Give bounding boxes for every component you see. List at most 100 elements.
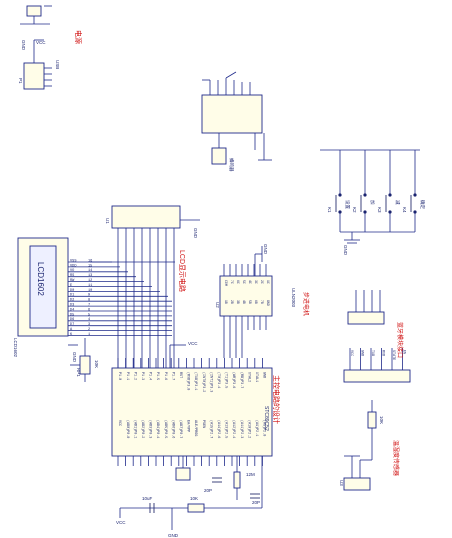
uln-pin-label: 1C xyxy=(266,280,270,284)
mcu-pin-label: (A13)P2.5 xyxy=(224,420,229,438)
lcd-pin-number: 6 xyxy=(88,308,90,312)
bt-pin-label: VCC xyxy=(349,350,353,356)
lcd-pin-label: D6 xyxy=(70,318,74,322)
lcd-pin-number: 5 xyxy=(88,313,90,317)
bluetooth-module xyxy=(343,369,411,383)
bt-pin-label: RXD xyxy=(381,350,385,356)
key-k1-ref: K1 xyxy=(327,207,332,213)
usb-connector xyxy=(23,62,45,90)
mcu-vcc-label: VCC xyxy=(188,341,198,346)
uln-pin-label: 3B xyxy=(236,300,240,304)
key-k1-label: 设置 xyxy=(344,200,351,209)
mcu-pins: VCC(AD0)P0.0(AD1)P0.1(AD2)P0.2(AD3)P0.3(… xyxy=(117,358,267,466)
mcu-pin-label: (A12)P2.4 xyxy=(231,420,236,438)
key-k2: K2 加 xyxy=(352,193,376,232)
lcd-pin-number: 13 xyxy=(88,274,92,278)
lcd-pin-label: RW xyxy=(70,279,75,283)
uln-pin-label: 2C xyxy=(260,280,264,284)
mcu-pin-label: (INT1)P3.3 xyxy=(208,372,213,392)
lcd-pin-label: A xyxy=(70,328,73,332)
lcd-pin-label: D0 xyxy=(70,289,74,293)
lcd-pin-number: 11 xyxy=(88,284,92,288)
lcd-pin-number: 9 xyxy=(88,294,90,298)
u2-ref: U2 xyxy=(215,302,220,308)
lcd-pin-number: 2 xyxy=(88,328,90,332)
bus-lines xyxy=(117,228,175,368)
mcu-pin-label: P1.3 xyxy=(140,372,144,380)
lcd-pin-label: RS xyxy=(70,274,74,278)
mcu-pin-label: (INT0)P3.2 xyxy=(201,372,206,392)
mcu-chip xyxy=(111,367,273,457)
mcu-pin-label: (AD4)P0.4 xyxy=(155,420,160,438)
mcu-pin-label: EA/VPP xyxy=(186,420,191,432)
key-k2-ref: K2 xyxy=(352,207,357,213)
uln-model: ULN2003 xyxy=(291,288,296,308)
mcu-pin-label: (A14)P2.6 xyxy=(216,420,221,438)
uln-pin-label: 7C xyxy=(230,280,234,284)
mcu-pin-label: GND xyxy=(262,372,266,378)
lcd-pin-label: VSS xyxy=(70,259,76,263)
lcd-pin-label: D3 xyxy=(70,304,74,308)
pot-ref: RP1 xyxy=(76,368,81,377)
reset-crystal-block: VCC 10uF 10K GND 12M 20P 20P xyxy=(116,456,263,538)
key-k2-label: 加 xyxy=(369,200,376,205)
lcd-pin-number: 15 xyxy=(88,264,92,268)
temp-title: 温湿度传感器 xyxy=(392,440,400,476)
lcd-pin-label: D7 xyxy=(70,323,74,327)
key-k4-label: 确定 xyxy=(419,200,426,209)
mcu-pin-label: (A8)P2.0 xyxy=(262,420,267,436)
key-k3-label: 减 xyxy=(394,200,401,205)
lcd-pin-label: D2 xyxy=(70,299,74,303)
bt-pin-label: STATE xyxy=(391,350,395,360)
mcu-pin-label: (AD2)P0.2 xyxy=(140,420,145,438)
mcu-pin-label: (RD)P3.7 xyxy=(239,372,244,388)
lcd-pin-label: K xyxy=(70,333,73,337)
lcd-pin-number: 3 xyxy=(88,323,90,327)
mcu-pin-label: P1.0 xyxy=(117,372,121,380)
buzzer-driver-chip xyxy=(201,94,263,134)
mcu-pin-label: P1.7 xyxy=(170,372,174,380)
mcu-pin-label: (AD6)P0.6 xyxy=(170,420,175,438)
uln-pin-label: 2B xyxy=(230,300,234,304)
stepper-title: 步进电机 xyxy=(302,292,310,316)
mcu-pin-label: ALE/PROG xyxy=(193,420,198,436)
mcu-pin-label: P1.1 xyxy=(125,372,129,380)
key-k1: K1 设置 xyxy=(327,193,351,232)
crystal-value: 12M xyxy=(246,472,255,477)
buzzer xyxy=(211,147,227,165)
key-k3: K3 减 xyxy=(377,193,401,232)
lcd-model: LCD1602 xyxy=(36,262,45,296)
lcd-pin-number: 1 xyxy=(88,333,90,337)
uln-pin-label: 6C xyxy=(236,280,240,284)
lcd-pin-label: VO xyxy=(70,269,74,273)
mcu-pin-label: XTAL1 xyxy=(254,372,258,382)
program-header xyxy=(175,467,191,481)
uln-pin-label: 4B xyxy=(242,300,246,304)
reset-vcc-label: VCC xyxy=(116,520,126,525)
bus-header xyxy=(111,205,181,229)
bt-pin-label: TXD xyxy=(370,350,374,356)
keys-gnd-label: GND xyxy=(343,245,348,256)
crystal xyxy=(233,471,241,489)
bluetooth-header xyxy=(347,311,385,325)
lcd-pin-label: D5 xyxy=(70,313,74,317)
uln-pin-label: 3C xyxy=(254,280,258,284)
lcd-pin-number: 4 xyxy=(88,318,90,322)
lcd-pin-number: 7 xyxy=(88,304,90,308)
u1-ref: U1 xyxy=(105,218,110,224)
lcd-bus-connector: U1 GND xyxy=(105,205,200,368)
uln-pin-label: COM xyxy=(224,280,228,286)
pot-value: 10K xyxy=(94,360,99,368)
uln-pin-label: 5C xyxy=(242,280,246,284)
uln-pin-label: 6B xyxy=(254,300,258,304)
temp-sensor-block: 10K U3 温湿度传感器 xyxy=(339,400,400,491)
mcu-pin-label: PSEN xyxy=(201,420,205,428)
cap-c1-value: 10uF xyxy=(142,496,153,501)
mcu-pin-label: (AD1)P0.1 xyxy=(132,420,137,438)
mcu-pin-label: P1.6 xyxy=(163,372,167,380)
key-k4-ref: K4 xyxy=(402,207,407,213)
mcu-pin-label: (RXD)P3.0 xyxy=(186,372,191,390)
